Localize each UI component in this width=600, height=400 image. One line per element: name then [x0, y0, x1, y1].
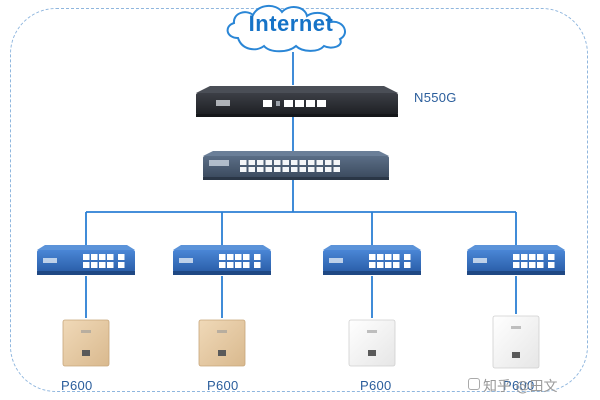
switch-icon [203, 151, 389, 180]
access-point-icon [198, 319, 246, 367]
cloud-icon [226, 5, 346, 53]
ap-label-3: P600 [360, 378, 392, 393]
access-point-icon [62, 319, 110, 367]
router-icon [196, 86, 398, 117]
internet-cloud: Internet [226, 2, 356, 52]
poe-switch-1 [37, 245, 135, 275]
logo-icon [468, 378, 480, 390]
access-point-icon [348, 319, 396, 367]
ap-label-2: P600 [207, 378, 239, 393]
poe-switch-3 [323, 245, 421, 275]
watermark: 知乎 @田文 [483, 379, 558, 395]
ap-label-1: P600 [61, 378, 93, 393]
internet-label: Internet [248, 11, 334, 36]
poe-switch-2 [173, 245, 271, 275]
router-model-label: N550G [414, 90, 457, 105]
poe-switches [37, 245, 565, 275]
access-point-icon [492, 315, 540, 369]
access-points [62, 315, 540, 369]
ap-label-4: P600 [503, 378, 535, 393]
network-links [85, 52, 517, 318]
poe-switch-4 [467, 245, 565, 275]
